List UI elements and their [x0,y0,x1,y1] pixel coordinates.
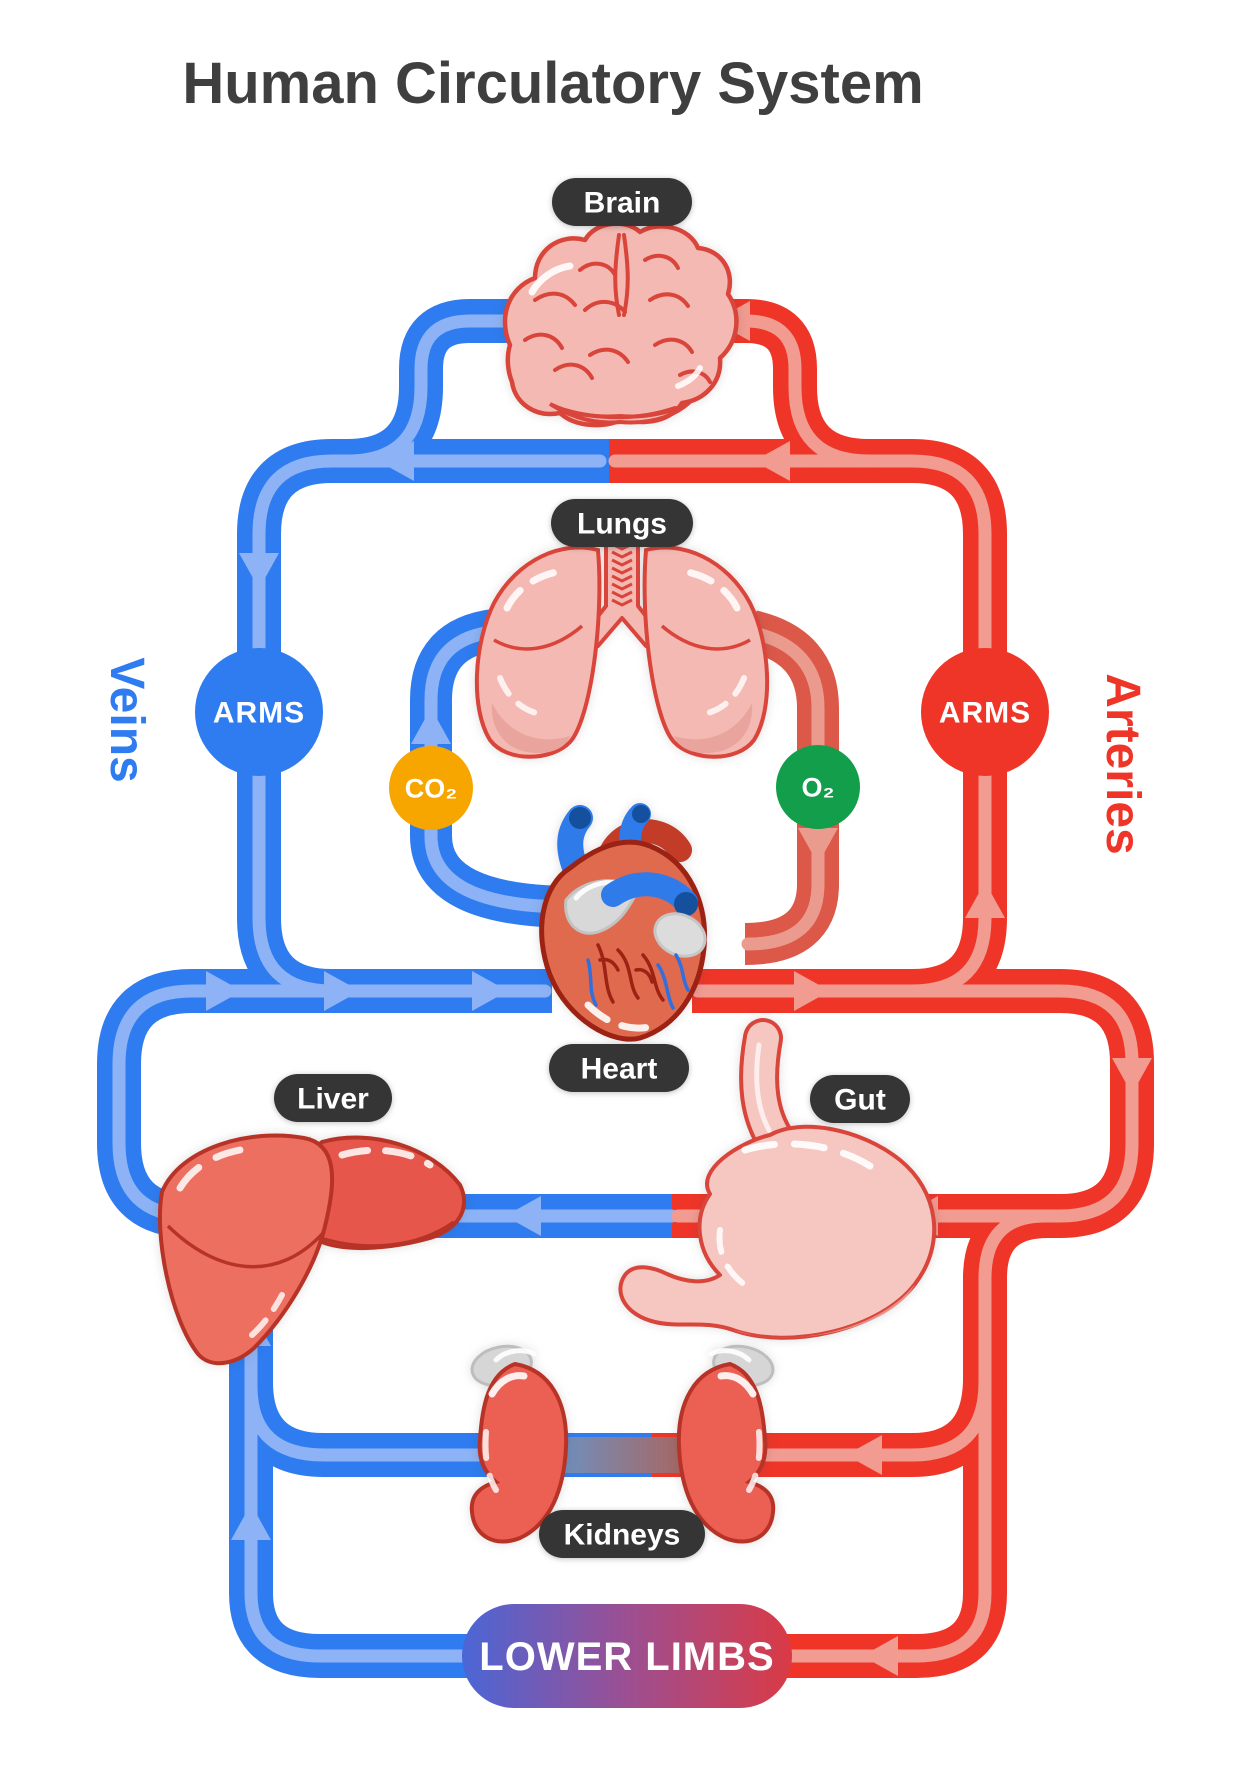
lungs-label-pill: Lungs [551,499,693,547]
veins-side-label: Veins [100,657,153,782]
brain-label-pill: Brain [552,178,692,226]
brain-illustration [502,221,739,428]
organ-label-pills: Brain Lungs Heart Liver Gut Kidneys [274,178,910,1558]
gut-illustration [618,1018,937,1340]
heart-label-pill: Heart [549,1044,689,1092]
heart-illustration [539,803,708,1042]
page-title: Human Circulatory System [182,51,923,116]
o2-label: O₂ [802,772,835,802]
liver-illustration [158,1133,466,1366]
co2-node: CO₂ [389,746,473,830]
kidney-left-illustration [468,1341,566,1541]
liver-label-pill: Liver [274,1074,392,1122]
arms-left-label: ARMS [213,697,305,730]
arms-node-left: ARMS [195,648,323,776]
lungs-label: Lungs [577,508,667,541]
arms-node-right: ARMS [921,648,1049,776]
lower-limbs-node: LOWER LIMBS [462,1604,792,1708]
kidney-gradient-bridge [552,1437,702,1473]
o2-node: O₂ [776,745,860,829]
liver-label: Liver [297,1083,369,1116]
kidney-right-illustration [679,1341,777,1541]
arteries-side-label: Arteries [1096,673,1149,854]
lungs-illustration [477,534,767,757]
lower-limbs-label: LOWER LIMBS [479,1635,774,1679]
gut-label: Gut [834,1084,886,1117]
gut-label-pill: Gut [810,1075,910,1123]
kidneys-label: Kidneys [564,1519,681,1552]
co2-label: CO₂ [405,773,458,803]
heart-label: Heart [581,1053,658,1086]
kidneys-label-pill: Kidneys [539,1510,705,1558]
brain-label: Brain [584,187,661,220]
arms-right-label: ARMS [939,697,1031,730]
